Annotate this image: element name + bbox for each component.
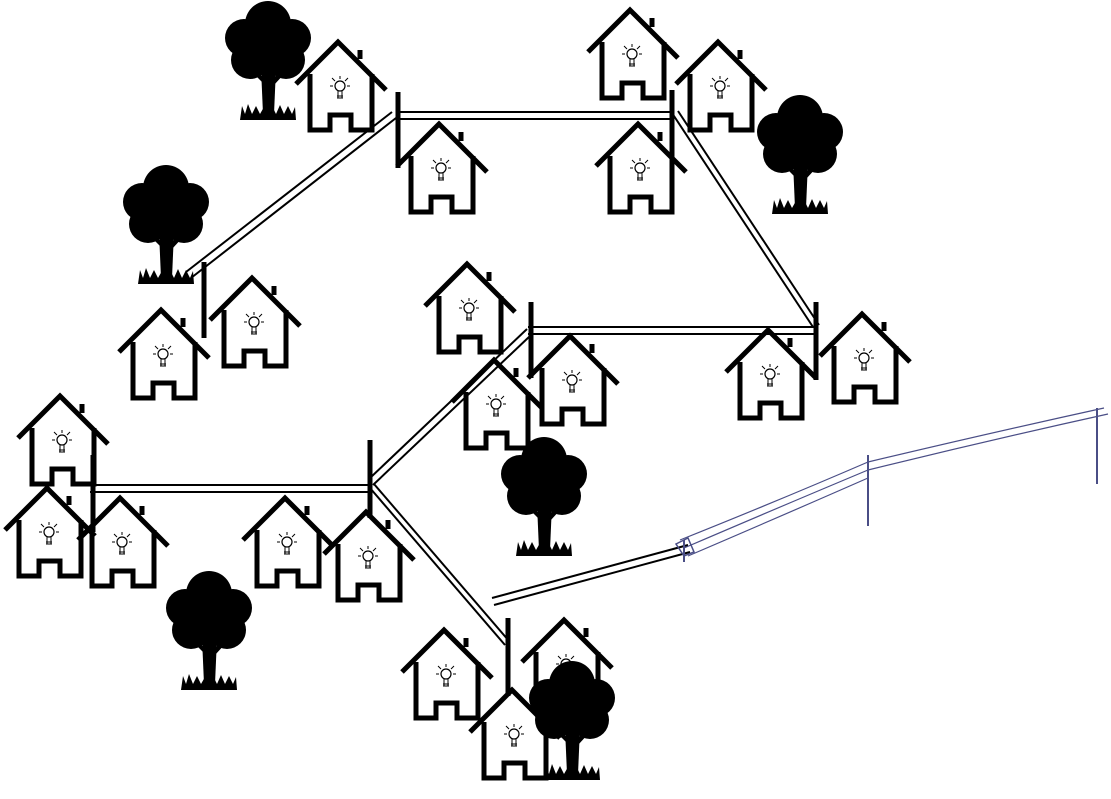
house-icon: [397, 124, 487, 212]
power-lines: [90, 110, 820, 646]
house-icon: [243, 498, 333, 586]
wire-feeder-to-distant-line: [491, 544, 691, 606]
tree-icon: [123, 165, 209, 284]
wire-top-right-diagonal: [671, 110, 820, 328]
house-icon: [296, 42, 386, 130]
wire-top-left-to-top: [185, 111, 397, 279]
utility-poles: [90, 90, 819, 696]
trees: [123, 1, 843, 780]
wire-top-horizontal: [396, 111, 670, 120]
house-icon: [676, 42, 766, 130]
wire-left-horizontal: [90, 484, 370, 493]
wire-center-to-bottom-diagonal: [369, 483, 510, 646]
house-icon: [119, 310, 209, 398]
distant-transmission-line: [674, 407, 1109, 562]
tree-icon: [501, 437, 587, 556]
house-icon: [324, 512, 414, 600]
house-icon: [402, 630, 492, 718]
tree-icon: [166, 571, 252, 690]
house-icon: [528, 336, 618, 424]
house-icon: [18, 396, 108, 484]
house-icon: [425, 264, 515, 352]
tree-icon: [225, 1, 311, 120]
house-icon: [820, 314, 910, 402]
house-icon: [588, 10, 678, 98]
house-icon: [726, 330, 816, 418]
house-icon: [5, 488, 95, 576]
tree-icon: [757, 95, 843, 214]
house-icon: [210, 278, 300, 366]
